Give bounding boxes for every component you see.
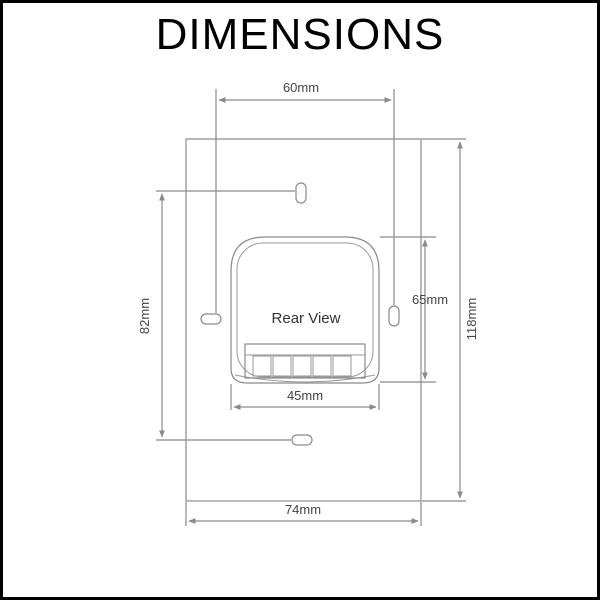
dimension-plate-width xyxy=(185,502,422,526)
slot-spacing-label: 82mm xyxy=(137,298,152,334)
inner-body-outline xyxy=(236,242,374,378)
dimension-body-height xyxy=(380,236,436,383)
dimension-body-width xyxy=(230,384,380,410)
rear-view-label: Rear View xyxy=(272,310,341,327)
top-mounting-hole xyxy=(295,182,307,204)
page-title: DIMENSIONS xyxy=(155,10,445,59)
right-mounting-hole xyxy=(388,305,400,327)
bottom-mounting-hole xyxy=(291,434,313,446)
terminal-block xyxy=(244,343,366,379)
dimension-slot-spacing xyxy=(156,190,295,441)
body-width-label: 45mm xyxy=(287,388,323,403)
dimension-plate-height xyxy=(422,138,466,502)
wall-plate-outline xyxy=(185,138,422,502)
dimension-hole-spacing xyxy=(215,89,395,313)
plate-width-label: 74mm xyxy=(285,502,321,517)
plate-height-label: 118mm xyxy=(464,298,479,340)
hole-spacing-label: 60mm xyxy=(283,80,319,95)
dimension-drawing: Rear View 60mm 82mm 65mm 45mm xyxy=(137,80,479,526)
left-mounting-hole xyxy=(200,313,222,325)
rear-body-outline xyxy=(230,236,380,384)
body-height-label: 65mm xyxy=(412,292,448,307)
